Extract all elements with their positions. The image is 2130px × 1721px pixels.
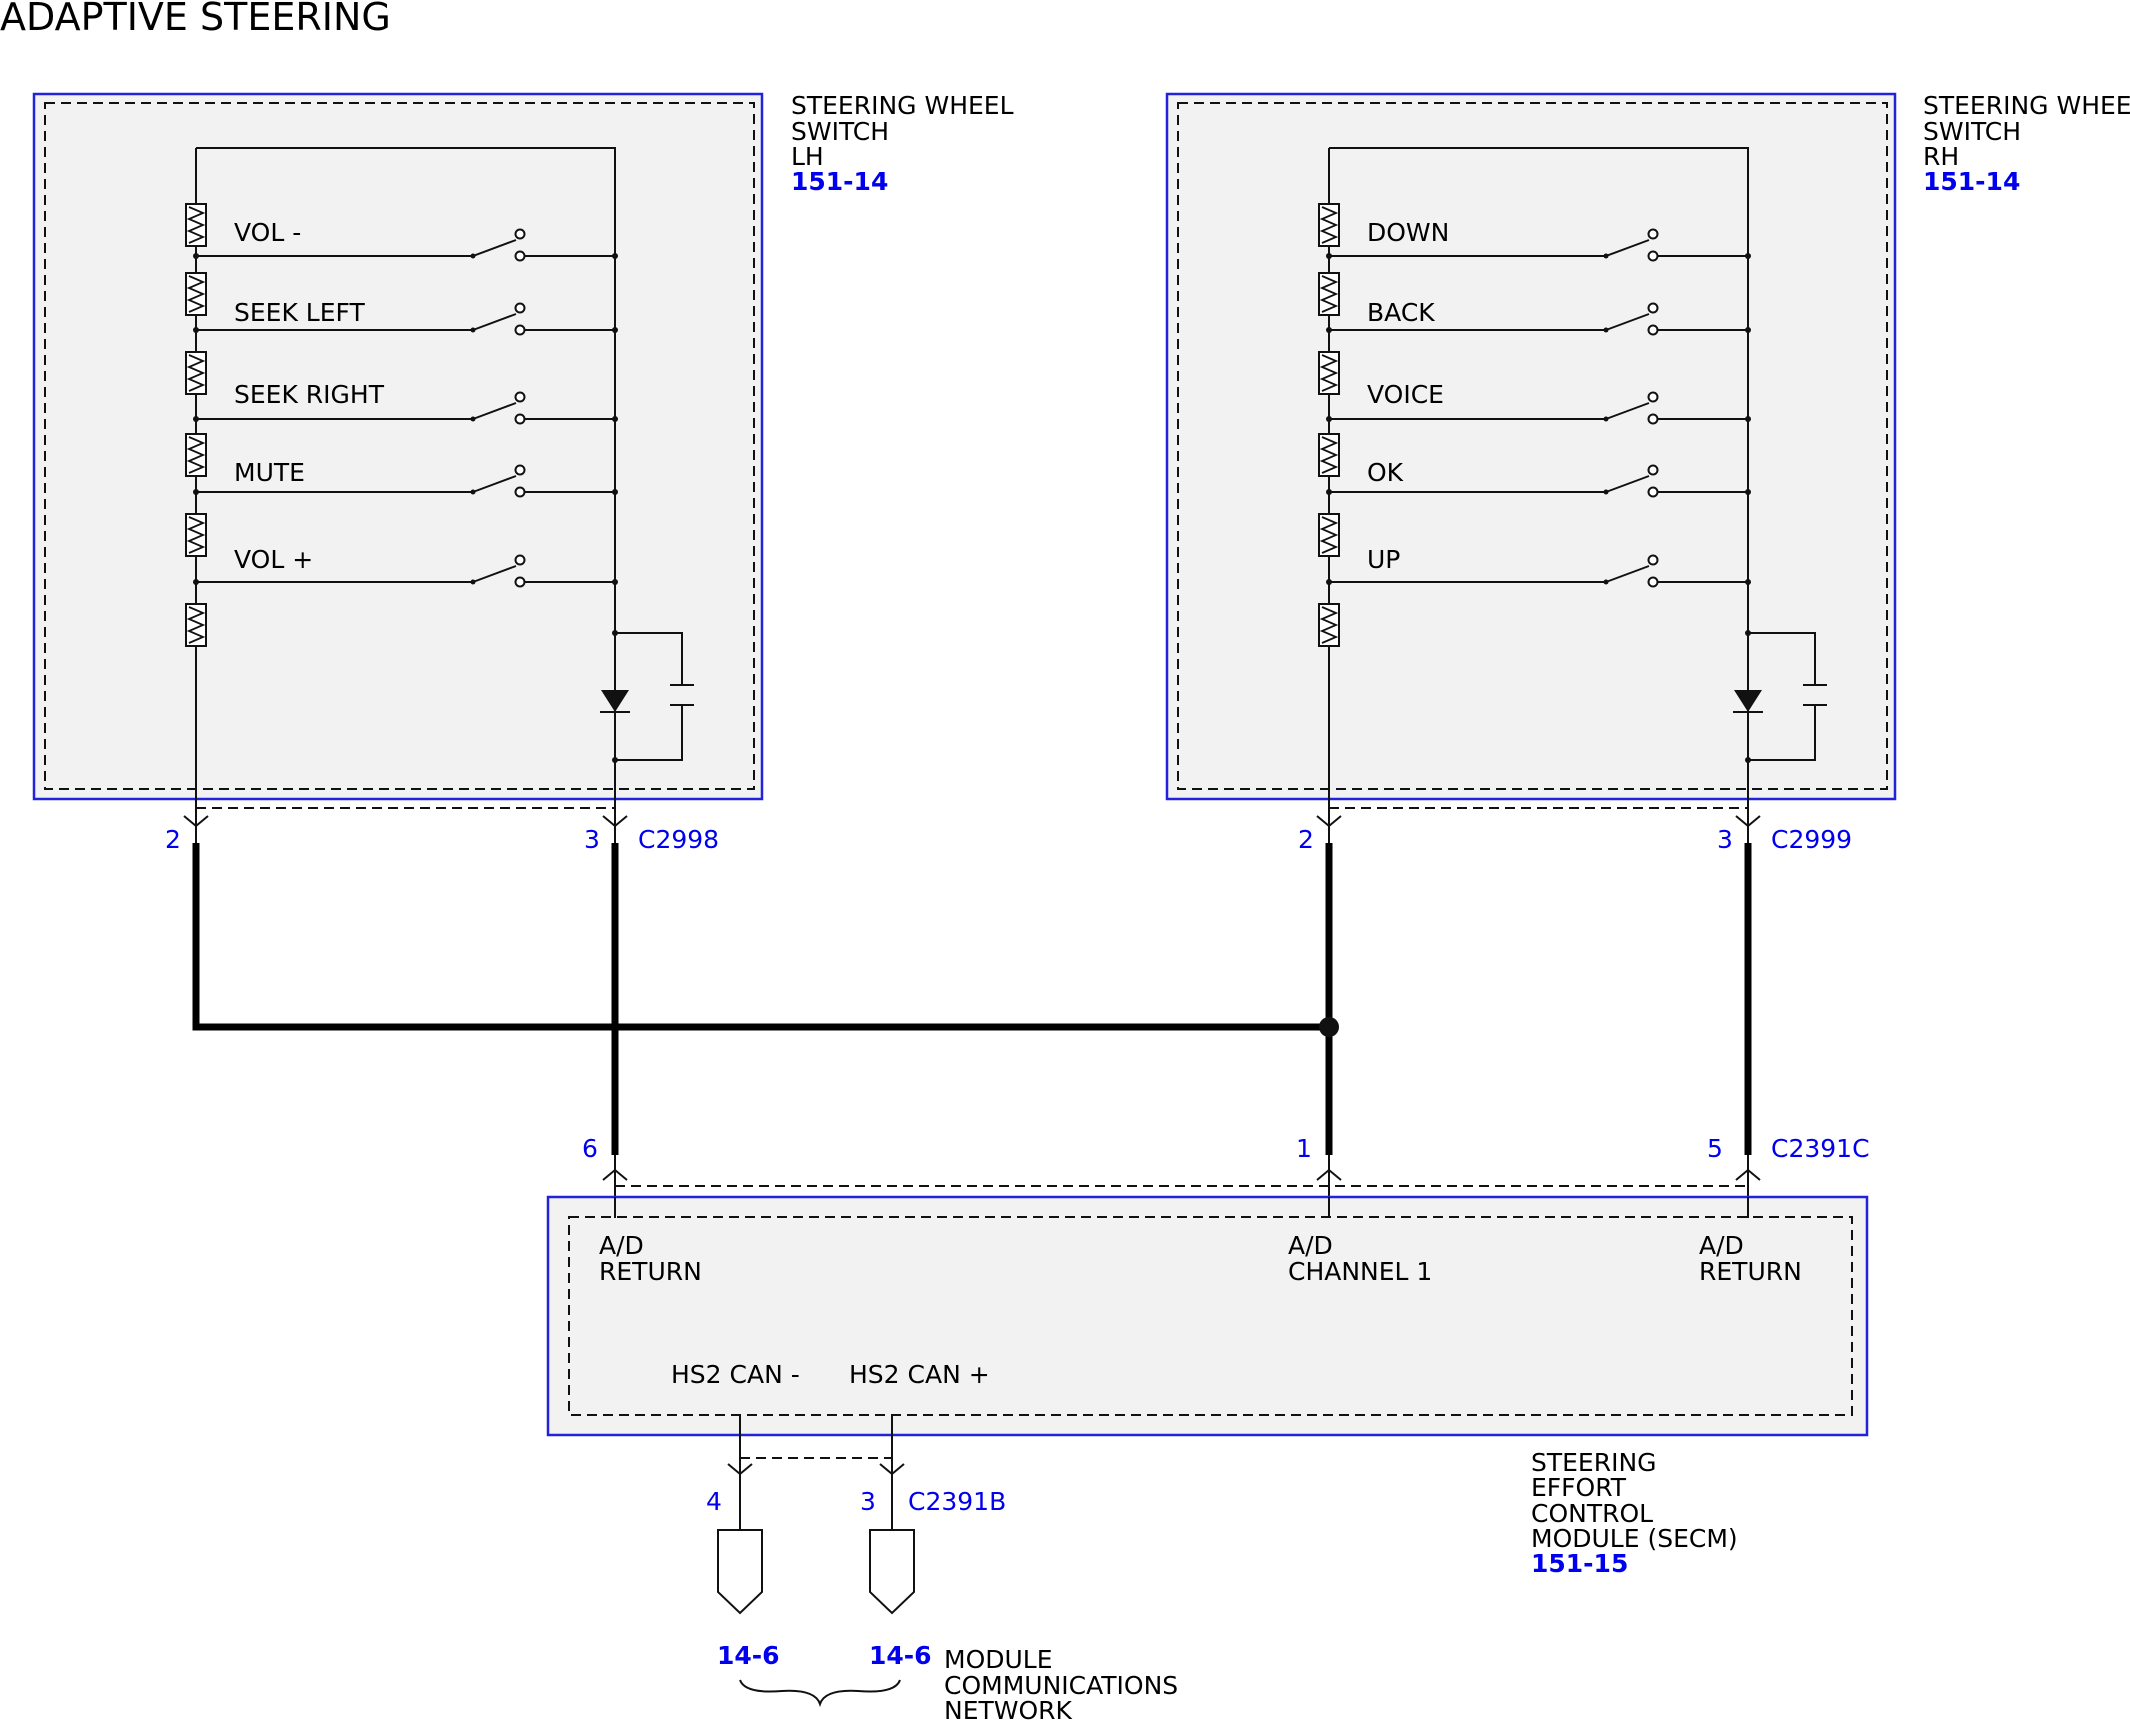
c2391c-pin-5: 5 bbox=[1707, 1134, 1723, 1163]
lh-resistor-2 bbox=[185, 272, 207, 316]
harness-wires bbox=[192, 843, 1752, 1155]
c2391c-pin-6: 6 bbox=[582, 1134, 598, 1163]
lh-switch-name-line2: SWITCH bbox=[791, 117, 889, 146]
c2999-pin-3: 3 bbox=[1717, 825, 1733, 854]
rh-resistor-4 bbox=[1318, 433, 1340, 477]
lh-button-label: VOL - bbox=[234, 218, 301, 247]
secm-can-minus-label: HS2 CAN - bbox=[671, 1360, 800, 1389]
rh-resistor-5 bbox=[1318, 513, 1340, 557]
rh-switch-name-line2: SWITCH bbox=[1923, 117, 2021, 146]
c2391c-label: C2391C bbox=[1771, 1134, 1870, 1163]
lh-switch-name-line3: LH bbox=[791, 142, 824, 171]
lh-resistor-3 bbox=[185, 351, 207, 395]
rh-resistor-3 bbox=[1318, 351, 1340, 395]
lh-button-label: SEEK RIGHT bbox=[234, 380, 385, 409]
lh-switch-module: VOL - SEEK LEFT SEEK RIGHT MUTE VOL + STEERI… bbox=[32, 91, 1014, 809]
c2391b-pin-3: 3 bbox=[860, 1487, 876, 1516]
rh-button-label: VOICE bbox=[1367, 380, 1444, 409]
secm-outline bbox=[546, 1195, 1869, 1437]
rh-switch-name-line3: RH bbox=[1923, 142, 1959, 171]
connector-c2999: 2 3 C2999 bbox=[1298, 807, 1852, 854]
secm-name-line2: EFFORT bbox=[1531, 1473, 1627, 1502]
rh-switch-inner-boundary bbox=[1177, 102, 1888, 790]
rh-diode-capacitor bbox=[1733, 630, 1827, 763]
rh-button-label: BACK bbox=[1367, 298, 1435, 327]
secm-inner-boundary bbox=[568, 1216, 1853, 1416]
lh-resistor-5 bbox=[185, 513, 207, 557]
rh-switch-name-line1: STEERING WHEEL bbox=[1923, 91, 2130, 120]
c2999-pin-2: 2 bbox=[1298, 825, 1314, 854]
secm-terminal-1-line2: RETURN bbox=[599, 1257, 702, 1286]
rh-switch-rows: DOWN BACK VOICE OK UP bbox=[1326, 218, 1751, 588]
rh-resistor-2 bbox=[1318, 272, 1340, 316]
lh-button-label: MUTE bbox=[234, 458, 305, 487]
lh-switch-outline bbox=[32, 92, 764, 801]
connector-c2998: 2 3 C2998 bbox=[165, 807, 719, 854]
lh-button-label: VOL + bbox=[234, 545, 313, 574]
network-arrow-can-plus bbox=[869, 1529, 915, 1615]
rh-switch-ref-link[interactable]: 151-14 bbox=[1923, 167, 2020, 196]
rh-button-label: OK bbox=[1367, 458, 1404, 487]
lh-resistor-6 bbox=[185, 603, 207, 647]
lh-button-label: SEEK LEFT bbox=[234, 298, 365, 327]
lh-switch-ref-link[interactable]: 151-14 bbox=[791, 167, 888, 196]
secm-module: A/D RETURN A/D CHANNEL 1 A/D RETURN HS2 … bbox=[546, 1195, 1869, 1578]
rh-button-label: DOWN bbox=[1367, 218, 1449, 247]
c2998-pin-3: 3 bbox=[584, 825, 600, 854]
secm-terminal-3-line2: RETURN bbox=[1699, 1257, 1802, 1286]
rh-resistor-1 bbox=[1318, 203, 1340, 247]
network-name-line1: MODULE bbox=[944, 1645, 1053, 1674]
lh-switch-row: MUTE bbox=[193, 458, 618, 498]
rh-switch-row: BACK bbox=[1326, 298, 1751, 336]
lh-switch-rows: VOL - SEEK LEFT SEEK RIGHT MUTE VOL + bbox=[193, 218, 618, 588]
rh-switch-outline bbox=[1165, 92, 1897, 801]
lh-resistor-4 bbox=[185, 433, 207, 477]
wire-lh-signal bbox=[192, 843, 1329, 1031]
lh-switch-inner-boundary bbox=[44, 102, 755, 790]
network-reference: 14-6 14-6 MODULE COMMUNICATIONS NETWORK bbox=[717, 1529, 1178, 1721]
network-arrow-can-minus bbox=[717, 1529, 763, 1615]
lh-switch-row: VOL - bbox=[193, 218, 618, 262]
splice-point bbox=[1319, 1017, 1339, 1037]
lh-resistor-ladder bbox=[185, 203, 207, 647]
secm-name-line3: CONTROL bbox=[1531, 1499, 1653, 1528]
network-brace bbox=[739, 1679, 901, 1708]
secm-name-line1: STEERING bbox=[1531, 1448, 1657, 1477]
network-name-line2: COMMUNICATIONS bbox=[944, 1671, 1178, 1700]
c2391b-label: C2391B bbox=[908, 1487, 1006, 1516]
lh-diode-capacitor bbox=[600, 630, 694, 763]
rh-resistor-6 bbox=[1318, 603, 1340, 647]
c2391b-pin-4: 4 bbox=[706, 1487, 722, 1516]
c2391c-pin-1: 1 bbox=[1296, 1134, 1312, 1163]
lh-switch-name-line1: STEERING WHEEL bbox=[791, 91, 1014, 120]
network-name-line3: NETWORK bbox=[944, 1696, 1073, 1721]
rh-switch-row: UP bbox=[1326, 545, 1751, 588]
lh-switch-row: SEEK LEFT bbox=[193, 298, 618, 336]
c2998-label: C2998 bbox=[638, 825, 719, 854]
network-ref-link-2[interactable]: 14-6 bbox=[869, 1641, 932, 1670]
rh-switch-row: DOWN bbox=[1326, 218, 1751, 262]
lh-resistor-1 bbox=[185, 203, 207, 247]
network-ref-link-1[interactable]: 14-6 bbox=[717, 1641, 780, 1670]
c2998-pin-2: 2 bbox=[165, 825, 181, 854]
diagram-title: ADAPTIVE STEERING bbox=[0, 0, 391, 39]
connector-c2391b: 4 3 C2391B bbox=[706, 1415, 1006, 1530]
rh-switch-row: VOICE bbox=[1326, 380, 1751, 425]
secm-terminal-3-line1: A/D bbox=[1699, 1231, 1744, 1260]
secm-terminal-2-line2: CHANNEL 1 bbox=[1288, 1257, 1432, 1286]
connector-c2391c: 6 1 5 C2391C bbox=[582, 1134, 1870, 1218]
secm-ref-link[interactable]: 151-15 bbox=[1531, 1549, 1628, 1578]
rh-switch-row: OK bbox=[1326, 458, 1751, 498]
c2999-label: C2999 bbox=[1771, 825, 1852, 854]
secm-terminal-2-line1: A/D bbox=[1288, 1231, 1333, 1260]
rh-resistor-ladder bbox=[1318, 203, 1340, 647]
secm-can-plus-label: HS2 CAN + bbox=[849, 1360, 990, 1389]
rh-button-label: UP bbox=[1367, 545, 1400, 574]
lh-switch-row: SEEK RIGHT bbox=[193, 380, 618, 425]
secm-name-line4: MODULE (SECM) bbox=[1531, 1524, 1738, 1553]
secm-terminal-1-line1: A/D bbox=[599, 1231, 644, 1260]
lh-switch-row: VOL + bbox=[193, 545, 618, 588]
